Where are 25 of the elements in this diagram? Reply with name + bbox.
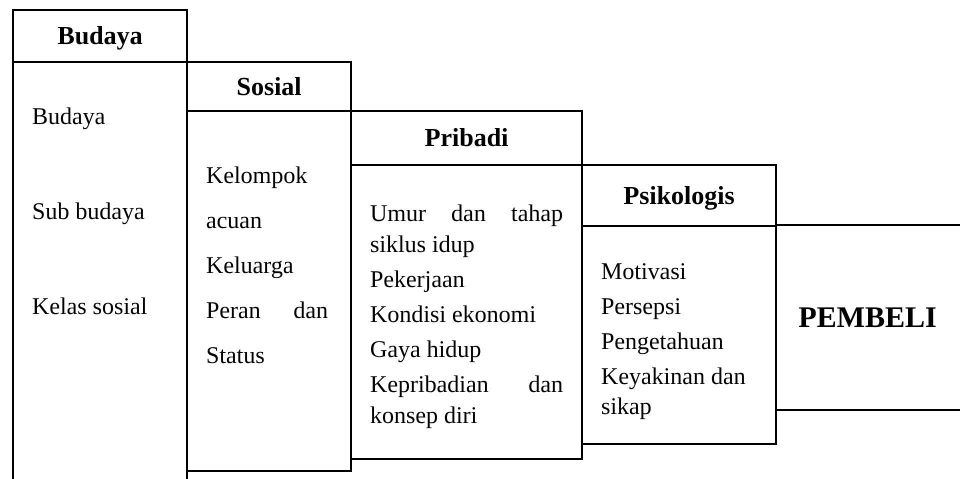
list-item: Persepsi <box>601 293 682 322</box>
category-panel <box>186 61 352 472</box>
list-item: Kelas sosial <box>32 293 148 322</box>
list-item: Keyakinan dan sikap <box>601 363 747 422</box>
list-item: Kondisi ekonomi <box>370 301 537 330</box>
list-item: Keluarga <box>206 252 295 281</box>
list-item: Gaya hidup <box>370 336 482 365</box>
list-item: Pengetahuan <box>601 328 725 357</box>
category-panel <box>775 224 960 411</box>
list-item: Umur dan tahap siklus idup <box>370 200 563 260</box>
category-panel <box>581 164 777 445</box>
list-item: Sub budaya <box>32 198 146 227</box>
column-heading: Pribadi <box>424 123 508 153</box>
list-item: Kepribadian dan konsep diri <box>370 371 563 431</box>
list-item: Peran dan Status <box>206 297 328 371</box>
column-heading: Sosial <box>236 72 302 102</box>
list-item: Pekerjaan <box>370 266 466 295</box>
column-heading: Psikologis <box>623 180 735 210</box>
column-heading: Budaya <box>57 21 143 51</box>
center-label: PEMBELI <box>798 300 937 336</box>
category-panel <box>12 9 188 479</box>
category-panel <box>350 110 583 460</box>
list-item: Motivasi <box>601 258 688 287</box>
list-item: Kelompok acuan <box>206 162 308 236</box>
list-item: Budaya <box>32 103 106 132</box>
